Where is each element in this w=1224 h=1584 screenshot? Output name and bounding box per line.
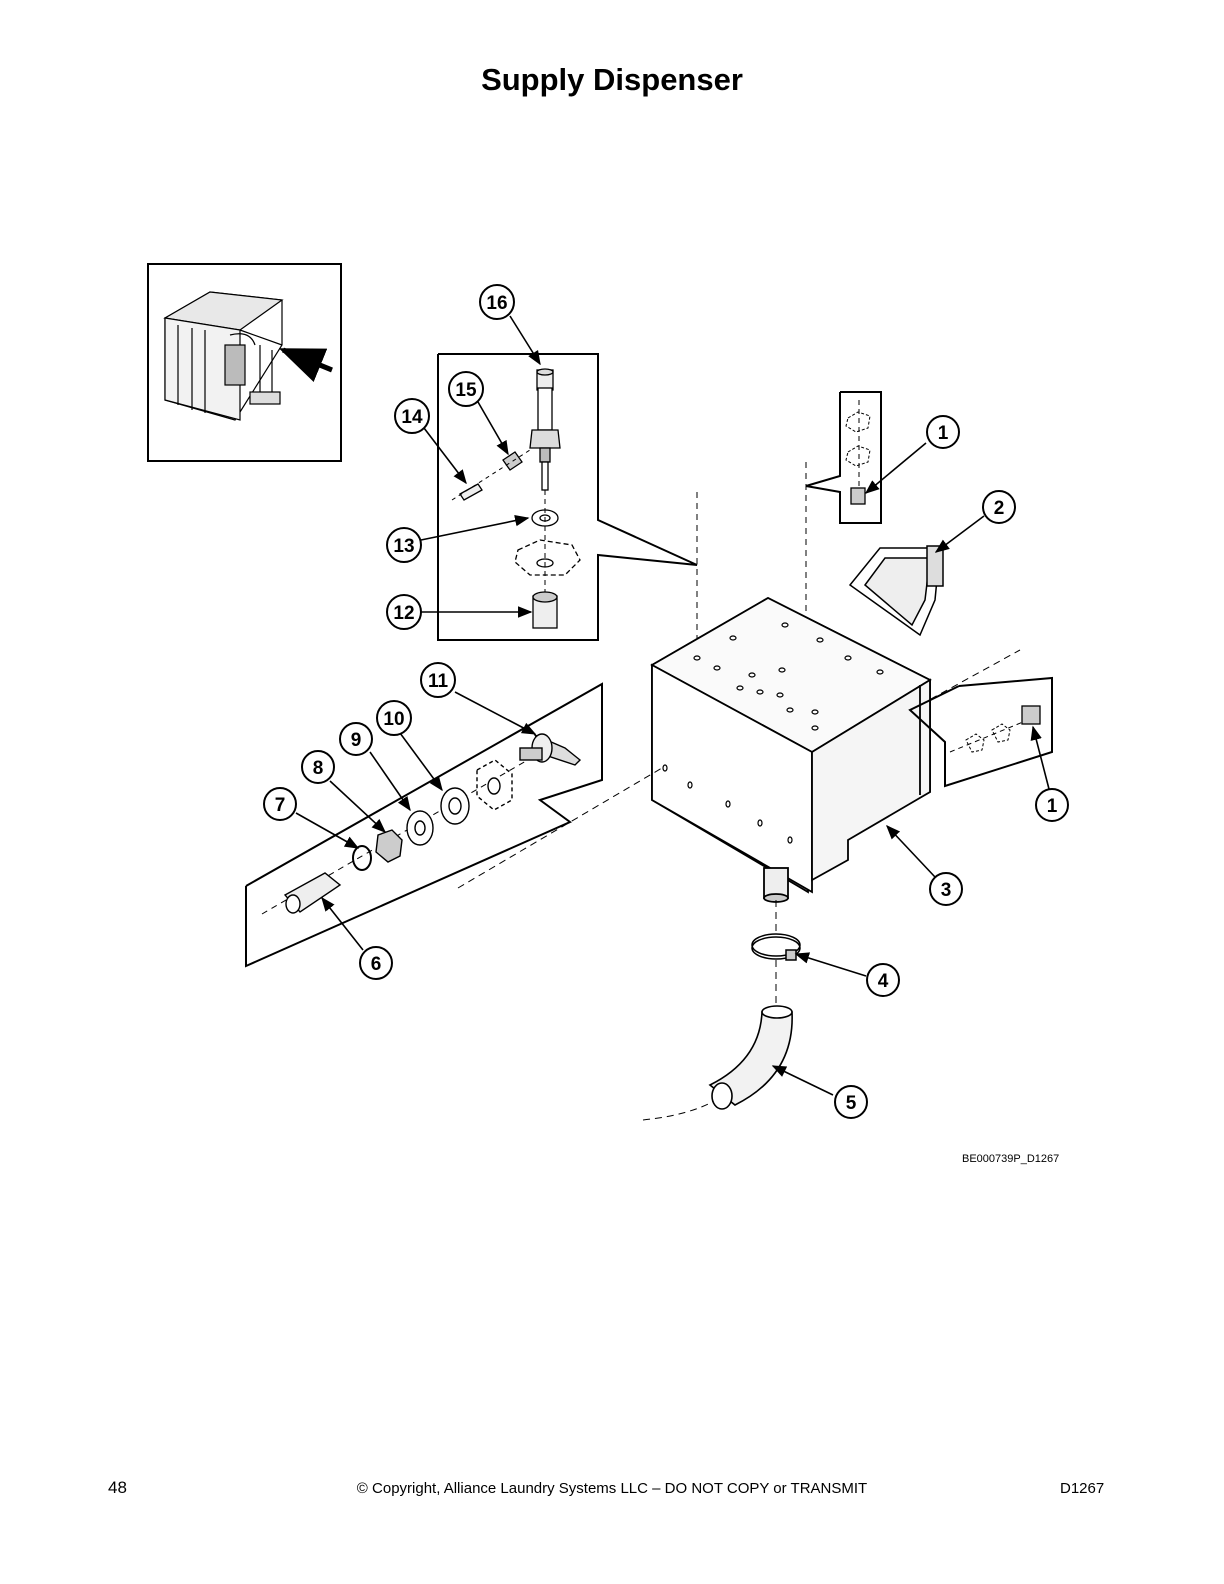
callout-14: 14 (394, 398, 430, 434)
leader-lines (295, 315, 1050, 1096)
fastener-panel-right (908, 676, 1053, 788)
callouts: 1 1 2 3 4 5 6 7 8 9 10 11 12 13 14 15 16 (263, 284, 1069, 1119)
svg-text:16: 16 (486, 293, 507, 314)
callout-10: 10 (376, 700, 412, 736)
callout-15: 15 (448, 371, 484, 407)
alignment-lines (457, 649, 1021, 1121)
callout-9: 9 (339, 722, 373, 756)
callout-4: 4 (866, 963, 900, 997)
callout-8: 8 (301, 750, 335, 784)
svg-text:14: 14 (401, 407, 423, 428)
svg-text:11: 11 (428, 671, 449, 692)
callout-1b: 1 (1035, 788, 1069, 822)
svg-text:1: 1 (938, 423, 949, 444)
callout-2: 2 (982, 490, 1016, 524)
callout-5: 5 (834, 1085, 868, 1119)
svg-text:12: 12 (393, 603, 414, 624)
callout-16: 16 (479, 284, 515, 320)
callout-3: 3 (929, 872, 963, 906)
callout-12: 12 (386, 594, 422, 630)
copyright-notice: © Copyright, Alliance Laundry Systems LL… (356, 1480, 868, 1497)
figure-code: BE000739P_D1267 (962, 1153, 1060, 1165)
hose-elbow (708, 1005, 793, 1110)
document-id: D1267 (1060, 1480, 1105, 1497)
svg-text:6: 6 (371, 954, 382, 975)
callout-13: 13 (386, 527, 422, 563)
svg-text:15: 15 (455, 380, 477, 401)
svg-text:9: 9 (351, 730, 362, 751)
page-number: 48 (108, 1478, 127, 1497)
svg-text:2: 2 (994, 498, 1005, 519)
svg-text:13: 13 (393, 536, 414, 557)
svg-text:10: 10 (383, 709, 404, 730)
fastener-panel-top (805, 391, 882, 612)
detail-panel-left-parts (283, 733, 582, 914)
dispenser-box (650, 596, 932, 903)
detail-panel-left (245, 682, 603, 968)
callout-7: 7 (263, 787, 297, 821)
svg-text:4: 4 (878, 971, 889, 992)
hose-clamp (751, 933, 801, 961)
supply-scoop (848, 545, 944, 637)
locator-arrow (278, 347, 333, 382)
callout-1a: 1 (926, 415, 960, 449)
page-title: Supply Dispenser (481, 62, 743, 97)
svg-text:3: 3 (941, 880, 952, 901)
callout-11: 11 (420, 662, 456, 698)
detail-panel-top-parts (451, 368, 581, 629)
svg-text:8: 8 (313, 758, 324, 779)
svg-text:1: 1 (1047, 796, 1058, 817)
svg-text:7: 7 (275, 795, 286, 816)
machine-overview-sketch (163, 291, 284, 421)
svg-text:5: 5 (846, 1093, 857, 1114)
detail-panel-top (437, 353, 698, 655)
callout-6: 6 (359, 946, 393, 980)
locator-inset (147, 263, 342, 462)
